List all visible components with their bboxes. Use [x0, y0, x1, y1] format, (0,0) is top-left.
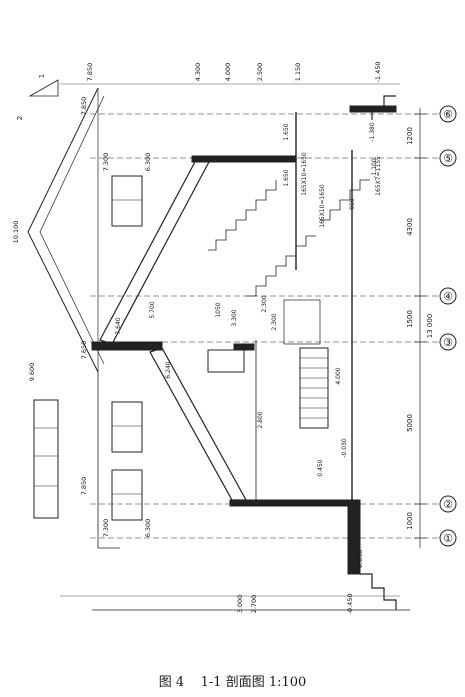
- figure-title: 1-1 剖面图 1:100: [200, 674, 307, 690]
- elev-inner-13: -1.100: [371, 158, 378, 178]
- elev-bottom-2: -0.030: [356, 550, 364, 571]
- roof-outline: [27, 87, 99, 373]
- elev-top-2: 4.300: [194, 63, 202, 82]
- elev-inner-4: 3.300: [231, 309, 238, 326]
- dim-1500: 1500: [406, 310, 414, 328]
- stair-run-left: [207, 349, 245, 373]
- slab-ground: [347, 505, 361, 575]
- axis-label-5: ⑤: [443, 152, 453, 165]
- elev-ridge-left: 9.600: [28, 363, 36, 382]
- exterior-wall: [97, 372, 120, 549]
- axis-label-2: ②: [443, 498, 453, 511]
- stair-dim-1: 165X10=1650: [301, 152, 308, 196]
- elev-ridge: 10.100: [12, 221, 20, 244]
- elev-inner-9: -0.030: [341, 438, 348, 458]
- elev-floor-2: 6.300: [144, 153, 152, 172]
- roof-inner-line: [39, 95, 105, 365]
- elev-inner-5: 2.300: [261, 295, 268, 312]
- elev-inner-8: 0.450: [317, 459, 324, 476]
- stair-dim-5: 1050: [215, 302, 222, 317]
- slab-axis-3: [91, 341, 163, 351]
- ground-steps-top: [371, 95, 396, 120]
- roof-tiles: [33, 399, 59, 519]
- slope-rise: 1: [38, 74, 46, 78]
- dim-1000: 1000: [406, 512, 414, 530]
- figure-number: 图 4: [158, 674, 185, 690]
- elev-eave-lower: 7.850: [80, 477, 88, 496]
- dim-total: 13 000: [426, 314, 434, 339]
- slab-upper: [191, 155, 297, 163]
- axis-label-1: ①: [443, 532, 453, 545]
- window-upper: [111, 175, 143, 227]
- stair-dim-4: 900: [349, 198, 356, 210]
- elev-inner-12: -1.380: [369, 122, 376, 142]
- elev-eave-mid: 7.650: [80, 341, 88, 360]
- elev-floor-4: 6.300: [144, 519, 152, 538]
- section-drawing: ⑥ ⑤ ④ ③ ② ① 1200 4300 1500 5000 1000 13 …: [12, 62, 457, 615]
- elev-bottom-1: -0.450: [346, 594, 354, 615]
- stair-flight-middle: [246, 235, 316, 297]
- elev-eave-upper: 7.850: [80, 97, 88, 116]
- axis-label-3: ③: [443, 336, 453, 349]
- slab-lower: [229, 499, 361, 507]
- elev-inner-3: 5.700: [149, 301, 156, 318]
- elev-inner-10: 1.650: [283, 123, 290, 140]
- elev-floor-1: 7.300: [102, 153, 110, 172]
- dim-4300: 4300: [406, 218, 414, 236]
- elev-inner-2: 6.240: [165, 361, 172, 378]
- stair-dim-3: 165X7=1155: [375, 156, 382, 196]
- slope-triangle: [28, 79, 59, 97]
- axis-bubbles: ⑥ ⑤ ④ ③ ② ①: [439, 105, 457, 547]
- stair-flight-right: [320, 179, 370, 221]
- window-middle: [111, 401, 143, 453]
- elev-inner-11: 1.650: [283, 169, 290, 186]
- slab-mid: [233, 343, 255, 351]
- dim-5000: 5000: [406, 414, 414, 432]
- slope-run: 2: [16, 116, 24, 120]
- stair-dim-2: 165X10=1650: [319, 184, 326, 228]
- elev-inner-6: 2.300: [271, 313, 278, 330]
- ground-steps-right: [360, 573, 397, 610]
- elev-bottom-3: 2.700: [250, 595, 258, 614]
- elev-bottom-4: 3.000: [236, 595, 244, 614]
- elev-inner-7: 4.000: [335, 367, 342, 384]
- elev-top-5: 1.150: [294, 63, 302, 82]
- elev-top-4: 2.500: [256, 63, 264, 82]
- elev-top-3: 4.000: [224, 63, 232, 82]
- slab-right: [349, 105, 397, 113]
- figure-caption: 图 4 1-1 剖面图 1:100: [0, 668, 465, 692]
- axis-label-6: ⑥: [443, 108, 453, 121]
- window-lower: [111, 469, 143, 521]
- stair-flight-upper: [208, 180, 277, 251]
- elev-top-1: 7.850: [86, 63, 94, 82]
- axis-label-4: ④: [443, 290, 453, 303]
- elev-top-6: -1.450: [374, 62, 382, 83]
- dim-1200: 1200: [406, 127, 414, 145]
- well-box: [283, 299, 321, 345]
- elev-floor-3: 7.300: [102, 519, 110, 538]
- elev-inner-1: 7.640: [115, 317, 122, 334]
- stair-dim-6: 2.800: [257, 411, 264, 428]
